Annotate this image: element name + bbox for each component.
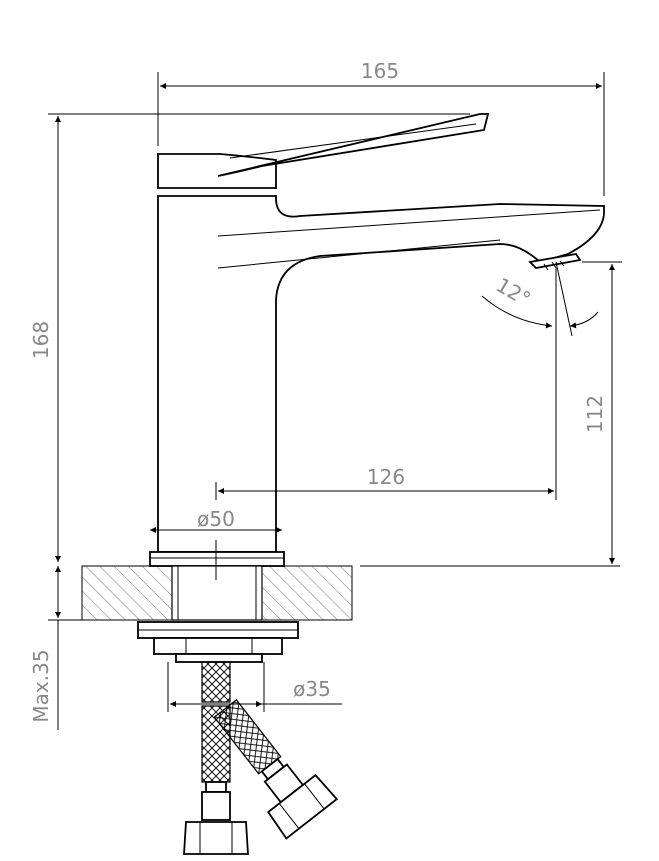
max-thickness-label: Max.35 bbox=[29, 649, 53, 722]
aerator-angle-label: 12° bbox=[492, 273, 535, 312]
spout-height-dimension-label: 112 bbox=[583, 395, 607, 433]
fixing-assembly bbox=[137, 621, 299, 663]
spout-reach-dimension-label: 126 bbox=[367, 465, 405, 489]
height-dimension-label: 168 bbox=[29, 321, 53, 359]
body-diameter-label: ø50 bbox=[197, 507, 235, 531]
flexible-hoses bbox=[183, 661, 339, 855]
dimension-lines bbox=[48, 72, 622, 730]
width-dimension-label: 165 bbox=[361, 59, 399, 83]
countertop-section bbox=[81, 565, 620, 621]
faucet-body bbox=[149, 113, 605, 621]
hole-diameter-label: ø35 bbox=[293, 677, 331, 701]
